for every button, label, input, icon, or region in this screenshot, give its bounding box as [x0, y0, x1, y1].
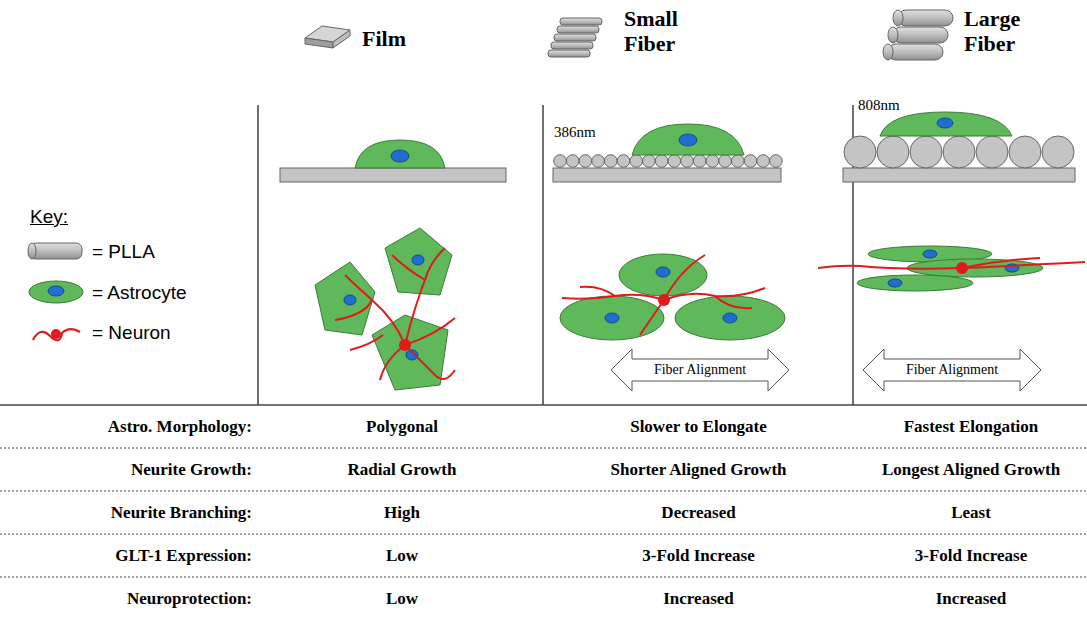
table-cell: Shorter Aligned Growth: [547, 460, 850, 480]
table-rule: [0, 405, 1087, 577]
table-cell: Low: [262, 546, 542, 566]
key-neuron-icon: [33, 329, 80, 340]
row-heading: Neurite Growth:: [0, 460, 252, 480]
table-cell: Radial Growth: [262, 460, 542, 480]
long-neuron: [818, 258, 1085, 274]
row-heading: Astro. Morphology:: [0, 417, 252, 437]
dimension: 386nm: [554, 124, 596, 141]
legend-text: = PLLA: [92, 241, 155, 263]
legend-text: = Neuron: [92, 322, 171, 344]
polygonal-astrocytes: [315, 228, 452, 390]
table-cell: 3-Fold Increase: [547, 546, 850, 566]
small-fiber-substrate: [553, 124, 782, 182]
dimension: 808nm: [858, 97, 900, 114]
table-cell: Decreased: [547, 503, 850, 523]
key-title: Key:: [30, 206, 68, 228]
key-pllA-icon: [28, 243, 82, 259]
film-substrate: [280, 140, 506, 182]
aligned-neuron: [562, 255, 765, 335]
table-cell: High: [262, 503, 542, 523]
row-heading: GLT-1 Expression:: [0, 546, 252, 566]
radial-neuron: [335, 248, 455, 380]
table-cell: 3-Fold Increase: [857, 546, 1085, 566]
arrow-label: Fiber Alignment: [906, 362, 998, 378]
table-cell: Polygonal: [262, 417, 542, 437]
legend-text: = Astrocyte: [92, 282, 187, 304]
double-arrow: Fiber Alignment: [610, 348, 790, 392]
key-astrocyte-icon: [29, 281, 83, 303]
table-cell: Increased: [857, 589, 1085, 609]
column-heading: Film: [362, 26, 406, 52]
large-fiber-substrate: [843, 112, 1075, 182]
column-heading: Large Fiber: [964, 6, 1034, 57]
table-cell: Increased: [547, 589, 850, 609]
table-cell: Fastest Elongation: [857, 417, 1085, 437]
row-heading: Neuroprotection:: [0, 589, 252, 609]
column-divider: [258, 105, 853, 405]
film-icon: [305, 26, 350, 48]
table-cell: Longest Aligned Growth: [857, 460, 1085, 480]
small-fiber-icon: [548, 18, 602, 57]
semi-elongated-astrocytes: [560, 254, 785, 340]
large-fiber-icon: [883, 10, 953, 60]
row-heading: Neurite Branching:: [0, 503, 252, 523]
arrow-label: Fiber Alignment: [654, 362, 746, 378]
double-arrow: Fiber Alignment: [862, 348, 1042, 392]
column-heading: Small Fiber: [624, 6, 694, 57]
table-cell: Least: [857, 503, 1085, 523]
table-cell: Low: [262, 589, 542, 609]
table-cell: Slower to Elongate: [547, 417, 850, 437]
